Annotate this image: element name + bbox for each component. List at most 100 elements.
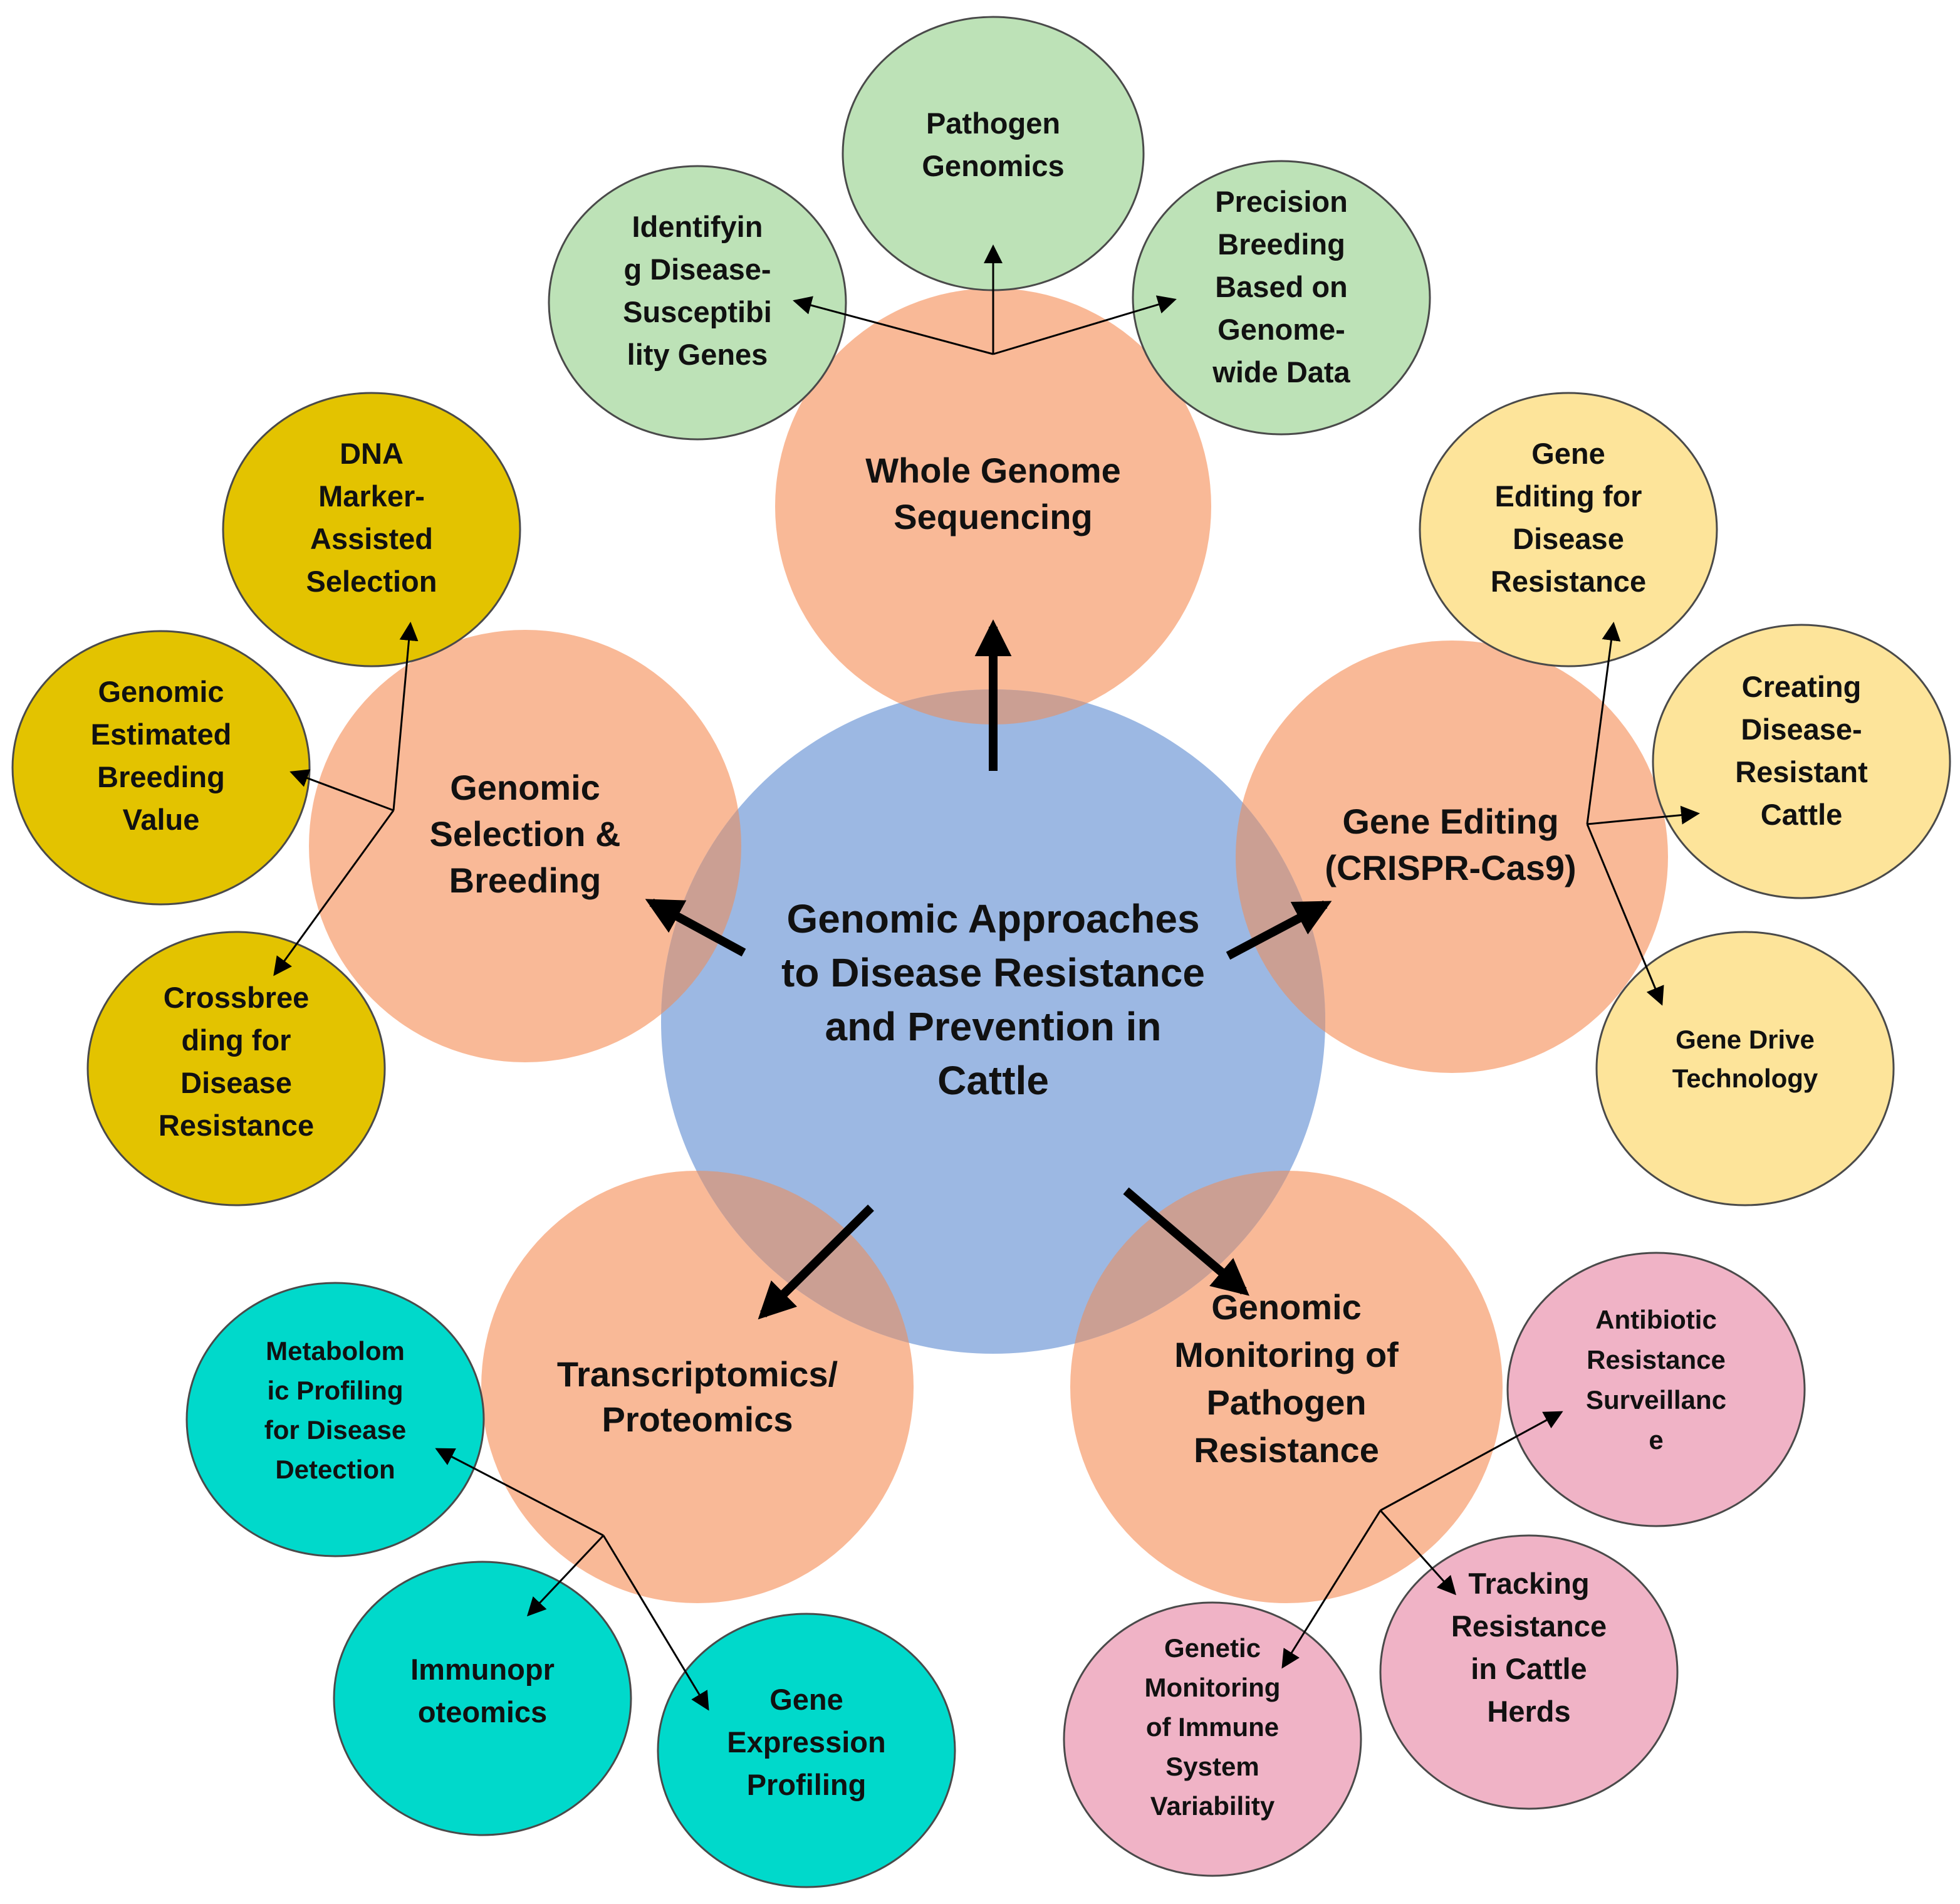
label-line: Pathogen [1206, 1383, 1366, 1422]
gebv-circle [11, 630, 311, 906]
label-line: Transcriptomics/ [557, 1354, 838, 1394]
label-line: in Cattle [1471, 1652, 1587, 1685]
label-line: Genomic [98, 675, 224, 708]
label-line: Disease- [1741, 713, 1862, 746]
gene-editing-resistance-circle [1419, 392, 1718, 667]
label-line: System [1165, 1752, 1259, 1781]
label-line: Herds [1487, 1695, 1570, 1728]
precision-breeding-circle [1132, 160, 1431, 436]
label-line: and Prevention in [825, 1004, 1162, 1049]
label-line: Monitoring [1145, 1673, 1281, 1702]
label-line: Technology [1672, 1064, 1818, 1093]
label-line: (CRISPR-Cas9) [1325, 848, 1576, 887]
label-line: Tracking [1468, 1567, 1589, 1600]
label-line: Resistance [1491, 565, 1646, 598]
immunoproteomics-circle [333, 1561, 632, 1836]
metabolomic-profiling-circle [185, 1282, 485, 1557]
connector-dna-marker [392, 622, 419, 811]
transcriptomics-proteomics-label: Transcriptomics/Proteomics [557, 1354, 838, 1439]
label-line: lity Genes [627, 338, 768, 371]
central-topic-circle [661, 689, 1325, 1354]
label-line: Precision [1215, 185, 1348, 218]
connector-antibiotic [1380, 1411, 1563, 1512]
arrow-to-gene-editing [1226, 900, 1332, 960]
label-line: Surveillanc [1586, 1385, 1726, 1415]
label-line: Gene Editing [1342, 802, 1558, 841]
label-line: Antibiotic [1595, 1305, 1717, 1334]
connector-gene-editing-resistance [1586, 622, 1621, 825]
label-line: wide Data [1212, 355, 1350, 389]
label-line: ic Profiling [267, 1376, 403, 1405]
label-line: Whole Genome [865, 451, 1121, 490]
label-line: Estimated [91, 718, 232, 751]
label-line: Resistance [1587, 1345, 1726, 1374]
identifying-disease-genes-circle [548, 165, 847, 441]
label-line: Editing for [1495, 479, 1642, 513]
connector-tracking [1379, 1509, 1457, 1596]
label-line: Breeding [1217, 228, 1345, 261]
label-line: ding for [182, 1023, 291, 1057]
label-line: for Disease [264, 1415, 406, 1445]
label-line: Crossbree [164, 981, 310, 1014]
label-line: Marker- [318, 479, 425, 513]
label-line: Assisted [310, 522, 433, 555]
overlap-lens-bottom-right [1070, 1171, 1325, 1354]
connector-immunoproteomics [526, 1534, 605, 1617]
connector-identifying-genes [793, 296, 994, 355]
immune-variability-circle [1063, 1601, 1362, 1877]
label-line: Resistant [1735, 755, 1868, 788]
label-line: Proteomics [602, 1399, 793, 1439]
label-line: Value [123, 803, 200, 836]
label-line: Gene [769, 1683, 843, 1716]
label-line: Resistance [1451, 1609, 1607, 1643]
label-line: to Disease Resistance [781, 950, 1205, 995]
label-line: Resistance [159, 1109, 314, 1142]
label-line: Creating [1742, 670, 1862, 703]
label-line: Disease [1513, 522, 1624, 555]
label-line: Breeding [449, 860, 602, 900]
label-line: Genomic [450, 768, 600, 807]
connector-creating-cattle [1587, 805, 1700, 825]
label-line: oteomics [418, 1695, 547, 1729]
label-line: Susceptibi [623, 295, 772, 328]
label-line: of Immune [1146, 1712, 1279, 1742]
label-line: Disease [180, 1066, 292, 1099]
genomic-selection-breeding-circle [309, 630, 741, 1062]
crossbreeding-circle [86, 931, 386, 1206]
label-line: Detection [275, 1455, 395, 1484]
arrow-to-selection [645, 898, 746, 957]
label-line: Cattle [1761, 798, 1843, 831]
label-line: Variability [1150, 1791, 1275, 1821]
label-line: Pathogen [926, 107, 1060, 140]
gene-editing-circle [1236, 641, 1668, 1073]
label-line: Metabolom [266, 1336, 405, 1366]
connector-gebv [289, 769, 394, 812]
connector-crossbreeding [273, 810, 395, 976]
arrow-to-omics [758, 1205, 874, 1320]
connector-gene-expression [602, 1535, 709, 1711]
label-line: Genomics [922, 149, 1064, 182]
antibiotic-surveillance-circle [1506, 1252, 1806, 1527]
connector-precision-breeding [993, 295, 1177, 355]
gene-expression-circle [657, 1613, 956, 1888]
label-line: Gene [1531, 437, 1605, 470]
